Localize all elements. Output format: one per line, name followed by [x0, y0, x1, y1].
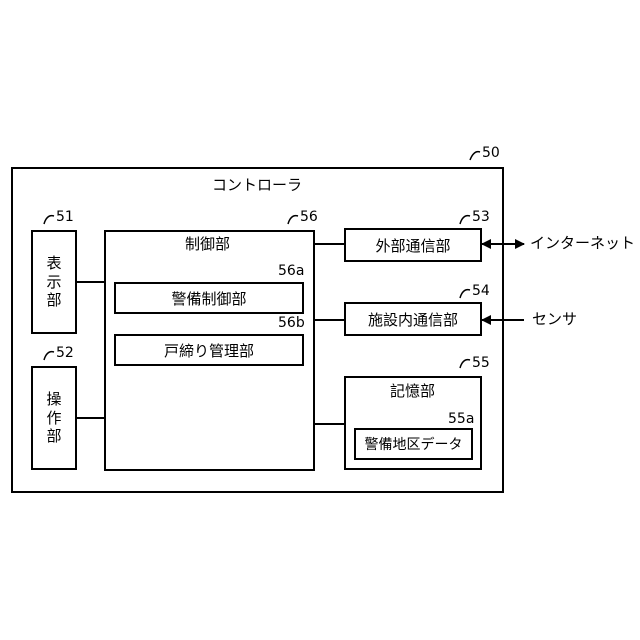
external-comm-ref: 53	[472, 210, 490, 224]
control-unit-label: 制御部	[185, 237, 230, 252]
controller-ref: 50	[482, 146, 500, 160]
internet-label: インターネット	[530, 236, 635, 251]
external-comm-label: 外部通信部	[375, 235, 450, 256]
controller-title: コントローラ	[212, 178, 302, 193]
facility-comm-ref: 54	[472, 284, 490, 298]
security-control-box: 警備制御部	[114, 282, 304, 314]
sensor-label: センサ	[532, 312, 577, 327]
storage-unit-label: 記憶部	[390, 384, 435, 399]
facility-comm-box: 施設内通信部	[344, 302, 482, 336]
storage-unit-ref: 55	[472, 356, 490, 370]
display-unit-ref: 51	[56, 210, 74, 224]
external-comm-box: 外部通信部	[344, 228, 482, 262]
security-area-data-box: 警備地区データ	[354, 428, 473, 460]
operation-unit-box: 操 作 部	[31, 366, 77, 470]
display-unit-box: 表 示 部	[31, 230, 77, 334]
lock-management-box: 戸締り管理部	[114, 334, 304, 366]
operation-unit-ref: 52	[56, 346, 74, 360]
display-unit-char-2: 示	[46, 273, 61, 292]
security-area-data-ref: 55a	[448, 412, 474, 426]
facility-comm-label: 施設内通信部	[368, 309, 458, 330]
operation-unit-char-1: 操	[46, 390, 61, 409]
control-unit-ref: 56	[300, 210, 318, 224]
security-area-data-label: 警備地区データ	[365, 434, 463, 454]
security-control-label: 警備制御部	[171, 288, 246, 309]
display-unit-char-3: 部	[46, 291, 61, 310]
leader-50	[470, 152, 480, 160]
lock-management-label: 戸締り管理部	[164, 340, 254, 361]
security-control-ref: 56a	[278, 264, 304, 278]
operation-unit-char-3: 部	[46, 427, 61, 446]
lock-management-ref: 56b	[278, 316, 305, 330]
display-unit-char-1: 表	[46, 254, 61, 273]
operation-unit-char-2: 作	[46, 409, 61, 428]
